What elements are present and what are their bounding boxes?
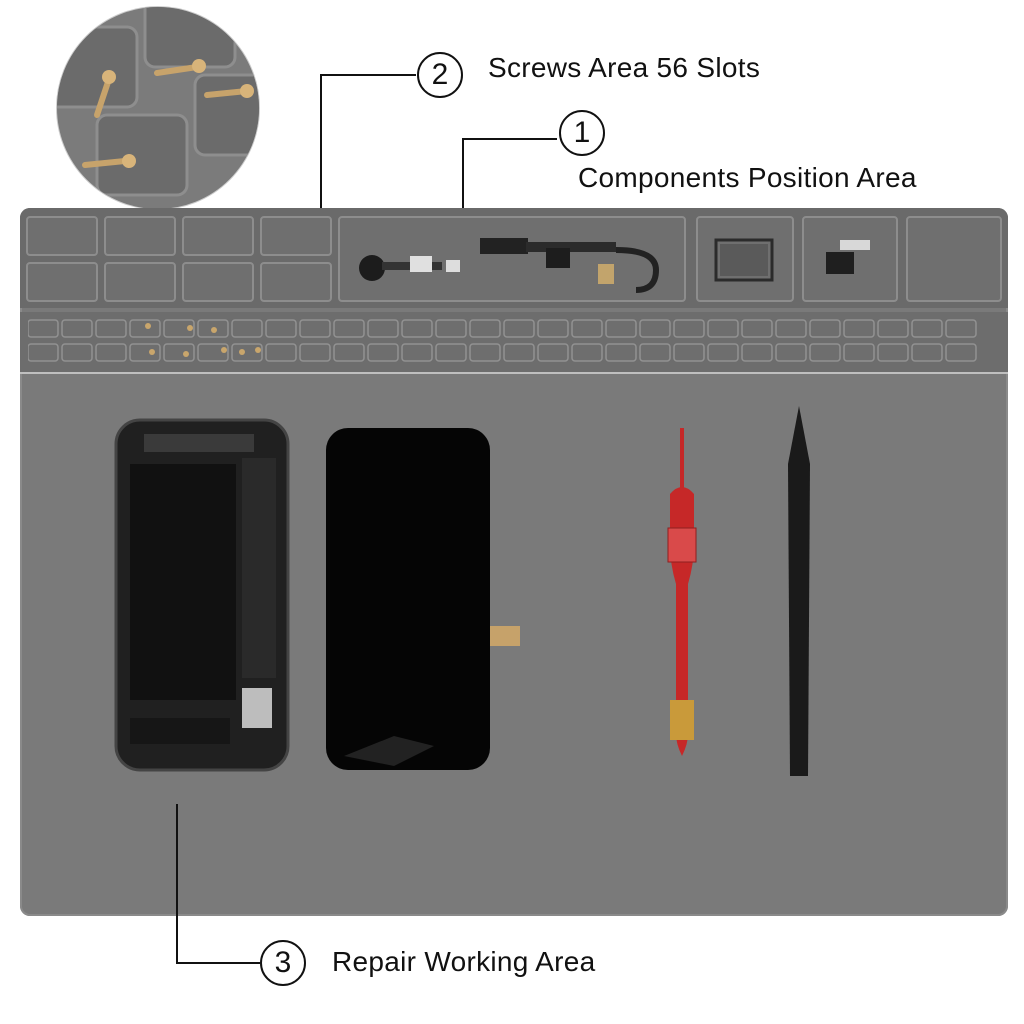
screw-slots	[28, 319, 977, 362]
component-cell	[182, 216, 254, 256]
phone-parts-art	[359, 238, 660, 293]
component-cell	[26, 216, 98, 256]
screw-icon	[154, 59, 206, 76]
small-part-art	[826, 240, 870, 274]
callout-line-working-v	[176, 804, 178, 964]
component-cell	[260, 216, 332, 256]
screws-zoom-inset	[56, 6, 260, 210]
component-cell-large	[802, 216, 898, 302]
callout-label-screws: Screws Area 56 Slots	[488, 52, 761, 83]
component-cell	[104, 262, 176, 302]
screw-icon	[204, 84, 254, 98]
component-cell-large	[338, 216, 686, 302]
callout-line-components-v	[462, 138, 464, 216]
spudger-icon	[788, 406, 810, 776]
callout-line-screws-h	[322, 74, 416, 76]
sim-tray-icon	[714, 238, 774, 282]
component-cell-large	[906, 216, 1002, 302]
phone-screen-icon	[326, 428, 520, 770]
component-cell-large	[696, 216, 794, 302]
phone-internals-icon	[114, 418, 290, 772]
component-cell	[182, 262, 254, 302]
callout-line-working-h	[176, 962, 260, 964]
callout-number-screws: 2	[417, 52, 463, 98]
callout-line-components-h	[463, 138, 557, 140]
screwdriver-icon	[667, 428, 697, 756]
callout-label-working: Repair Working Area	[332, 946, 596, 977]
divider	[20, 372, 1008, 374]
component-cell	[26, 262, 98, 302]
screw-icon	[82, 154, 136, 168]
screws-zoom-art	[57, 7, 259, 197]
callout-label-components: Components Position Area	[578, 162, 917, 193]
callout-number-components: 1	[559, 110, 605, 156]
component-cell	[104, 216, 176, 256]
component-cell	[260, 262, 332, 302]
repair-mat	[20, 208, 1008, 916]
callout-line-screws-v	[320, 74, 322, 314]
callout-number-working: 3	[260, 940, 306, 986]
screw-icon	[94, 70, 116, 118]
